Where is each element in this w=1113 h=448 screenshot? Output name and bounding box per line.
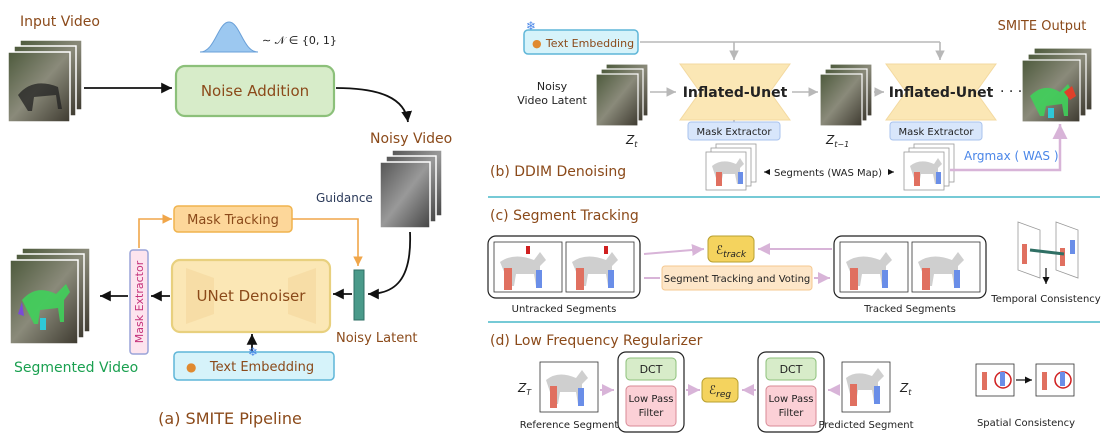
arrow-argmax-to-output <box>950 124 1068 172</box>
arrow-noisy-to-latent <box>367 231 411 300</box>
tracking-voting-box <box>661 265 813 291</box>
argmax-label: Argmax ( WAS ) <box>964 149 1059 163</box>
noisy-latent-line2: Video Latent <box>517 94 587 107</box>
dct-1-label: DCT <box>640 363 663 376</box>
lpf-1-line1: Low Pass <box>629 394 674 405</box>
temporal-consistency-icon <box>1017 221 1079 284</box>
caption-d: (d) Low Frequency Regularizer <box>490 333 703 349</box>
predicted-segment-label: Predicted Segment <box>818 420 913 431</box>
noisy-video-label: Noisy Video <box>370 131 452 147</box>
spatial-consistency-icon <box>975 363 1075 397</box>
smite-output-label: SMITE Output <box>998 19 1087 34</box>
gaussian-curve-icon <box>199 21 259 53</box>
inflated-unet-2 <box>885 63 997 121</box>
was-map-stack-2 <box>903 143 955 191</box>
inflated-unet-1-label: Inflated-Unet <box>683 85 788 101</box>
lpf-2-line2: Filter <box>779 408 805 419</box>
was-map-stack-1 <box>705 143 757 191</box>
temporal-consistency-label: Temporal Consistency <box>990 294 1101 305</box>
z-T-label: ZT <box>517 381 532 397</box>
arrow-tracking-to-latent <box>292 218 363 266</box>
untracked-segments-label: Untracked Segments <box>512 304 617 315</box>
smite-output-stack <box>1021 47 1093 123</box>
ellipsis: · · · <box>1000 84 1022 100</box>
tracking-voting-label: Segment Tracking and Voting <box>664 274 811 285</box>
input-video-label: Input Video <box>20 14 100 30</box>
lpf-2-line1: Low Pass <box>769 394 814 405</box>
noisy-latent-label: Noisy Latent <box>336 331 418 346</box>
noise-formula: ∼ 𝒩 ∈ {0, 1} <box>262 34 337 47</box>
caption-b: (b) DDIM Denoising <box>490 164 626 180</box>
mask-extractor-vertical-label: Mask Extractor <box>133 260 146 343</box>
noisy-latent-line1: Noisy <box>537 80 568 93</box>
text-embedding-box-a <box>173 351 335 381</box>
segmented-video-label: Segmented Video <box>14 360 138 376</box>
text-embedding-label-b: Text Embedding <box>545 37 634 50</box>
text-embedding-box-b <box>523 29 639 55</box>
dct-lpf-stack-2 <box>757 351 825 433</box>
mascot-icon-b: ● <box>532 37 542 50</box>
predicted-segment-image <box>841 361 891 413</box>
arrow-noise-to-noisy <box>335 87 413 123</box>
segmented-video-stack <box>9 247 91 345</box>
dct-lpf-stack-1 <box>617 351 685 433</box>
spatial-consistency-label: Spatial Consistency <box>977 418 1075 429</box>
snowflake-icon: ❄ <box>248 345 258 359</box>
z-t-label: Zt <box>625 133 638 149</box>
mascot-icon: ● <box>186 360 196 374</box>
e-reg-box <box>701 377 739 403</box>
segments-was-label: Segments (WAS Map) <box>774 168 882 179</box>
tracked-segments-label: Tracked Segments <box>863 304 956 315</box>
noisy-latent-block <box>353 269 365 321</box>
mask-extractor-1 <box>687 121 781 141</box>
arrow-extractor-to-tracking <box>138 214 172 248</box>
reference-segment-label: Reference Segment <box>520 420 619 431</box>
noise-addition-label: Noise Addition <box>201 82 309 100</box>
z-t-d-label: Zt <box>899 381 912 397</box>
tracked-segments-group <box>833 235 987 299</box>
untracked-segments-group <box>487 235 641 299</box>
reference-segment-image <box>539 361 599 413</box>
input-video-stack <box>7 39 83 123</box>
caption-c: (c) Segment Tracking <box>490 208 639 224</box>
snowflake-icon-b: ❄ <box>526 19 536 33</box>
noisy-video-stack <box>379 149 443 229</box>
unet-denoiser-label: UNet Denoiser <box>197 287 307 305</box>
dct-2-label: DCT <box>780 363 803 376</box>
e-track-box <box>707 235 755 263</box>
guidance-label: Guidance <box>316 191 373 205</box>
lpf-1-line2: Filter <box>639 408 665 419</box>
mask-extractor-1-label: Mask Extractor <box>697 127 773 138</box>
latent-stack-zt-minus <box>819 63 873 127</box>
inflated-unet-1 <box>679 63 791 121</box>
mask-tracking-label: Mask Tracking <box>187 213 279 228</box>
z-t-minus-label: Zt−1 <box>825 133 849 149</box>
mask-extractor-vertical-box <box>129 249 149 355</box>
mask-extractor-2-label: Mask Extractor <box>899 127 975 138</box>
inflated-unet-2-label: Inflated-Unet <box>889 85 994 101</box>
latent-stack-zt <box>595 63 649 127</box>
noise-addition-box <box>174 64 336 118</box>
text-embedding-label-a: Text Embedding <box>209 360 314 375</box>
caption-a: (a) SMITE Pipeline <box>158 409 302 428</box>
mask-extractor-2 <box>889 121 983 141</box>
